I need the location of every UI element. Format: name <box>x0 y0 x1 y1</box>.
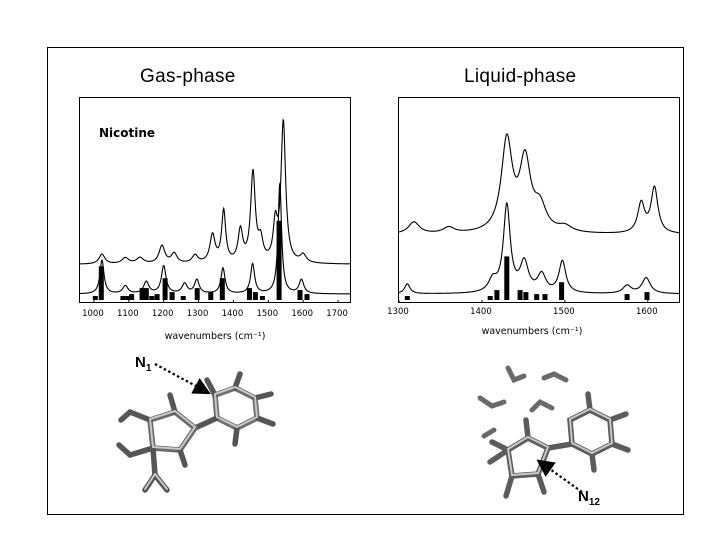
gas-molecule-highlights <box>144 385 259 490</box>
gas-stick-4 <box>129 294 135 300</box>
gas-tick-label-6: 1600 <box>291 309 313 319</box>
liquid-stick-9 <box>624 294 630 300</box>
figure-frame <box>47 47 684 515</box>
gas-stick-8 <box>154 294 160 300</box>
liquid-stick-4 <box>517 290 523 300</box>
gas-stick-3 <box>125 296 131 300</box>
n1-pointer-arrow <box>154 363 211 395</box>
gas-stick-13 <box>208 292 214 300</box>
liquid-tick-label-1: 1400 <box>470 307 492 317</box>
gas-phase-plot: Nicotine <box>79 97 351 303</box>
gas-phase-nicotine-molecule <box>116 363 276 493</box>
gas-stick-10 <box>169 292 175 300</box>
liquid-tick-label-0: 1300 <box>387 307 409 317</box>
liquid-stick-7 <box>542 294 548 300</box>
liquid-stick-3 <box>504 256 510 300</box>
nicotine-annotation: Nicotine <box>99 126 156 140</box>
liquid-atom-label-n12: N12 <box>578 488 600 508</box>
gas-stick-11 <box>180 296 186 300</box>
gas-stick-6 <box>143 288 149 300</box>
gas-trace-1 <box>80 182 350 295</box>
gas-stick-20 <box>304 294 310 300</box>
gas-stick-14 <box>219 278 225 300</box>
gas-stick-1 <box>98 266 104 300</box>
liquid-stick-5 <box>523 292 529 300</box>
gas-tick-label-3: 1300 <box>186 309 209 319</box>
liquid-stick-1 <box>487 296 493 300</box>
gas-stick-7 <box>149 296 155 300</box>
n12-pointer-arrow <box>536 459 583 493</box>
gas-phase-xlabel: wavenumbers (cm⁻¹) <box>164 331 266 342</box>
liquid-phase-spectrum-svg <box>399 133 679 302</box>
gas-phase-title: Gas-phase <box>140 66 236 87</box>
liquid-phase-nicotine-cluster <box>477 365 631 499</box>
gas-stick-9 <box>162 278 168 300</box>
gas-trace-0 <box>80 118 350 265</box>
water-molecules <box>477 365 569 439</box>
liquid-phase-title: Liquid-phase <box>464 66 577 87</box>
gas-stick-15 <box>247 288 252 300</box>
gas-stick-17 <box>259 296 265 300</box>
liquid-stick-2 <box>494 290 500 300</box>
gas-stick-16 <box>252 292 258 300</box>
gas-stick-19 <box>297 290 303 300</box>
gas-tick-label-1: 1100 <box>116 309 139 319</box>
liquid-phase-plot <box>398 97 680 303</box>
gas-tick-label-5: 1500 <box>256 309 279 319</box>
liquid-phase-xlabel: wavenumbers (cm⁻¹) <box>481 326 583 337</box>
liquid-stick-0 <box>404 296 410 300</box>
gas-tick-label-2: 1200 <box>151 309 174 319</box>
gas-stick-5 <box>139 288 145 300</box>
liquid-tick-label-2: 1500 <box>553 307 575 317</box>
gas-tick-label-4: 1400 <box>221 309 244 319</box>
liquid-stick-6 <box>534 294 540 300</box>
gas-atom-label-n1: N1 <box>135 354 152 374</box>
gas-stick-18 <box>276 220 282 300</box>
gas-stick-2 <box>120 296 126 300</box>
gas-molecule-bonds <box>116 371 276 493</box>
liquid-stick-8 <box>559 282 565 300</box>
gas-tick-label-0: 1000 <box>82 309 104 319</box>
gas-tick-label-7: 1700 <box>326 309 348 319</box>
liquid-stick-10 <box>644 292 650 300</box>
gas-stick-0 <box>92 296 98 300</box>
liquid-tick-label-3: 1600 <box>635 307 658 317</box>
liquid-trace-0 <box>399 133 679 234</box>
gas-stick-12 <box>194 288 200 300</box>
liquid-trace-1 <box>399 202 679 295</box>
gas-phase-spectrum-svg <box>80 118 350 302</box>
